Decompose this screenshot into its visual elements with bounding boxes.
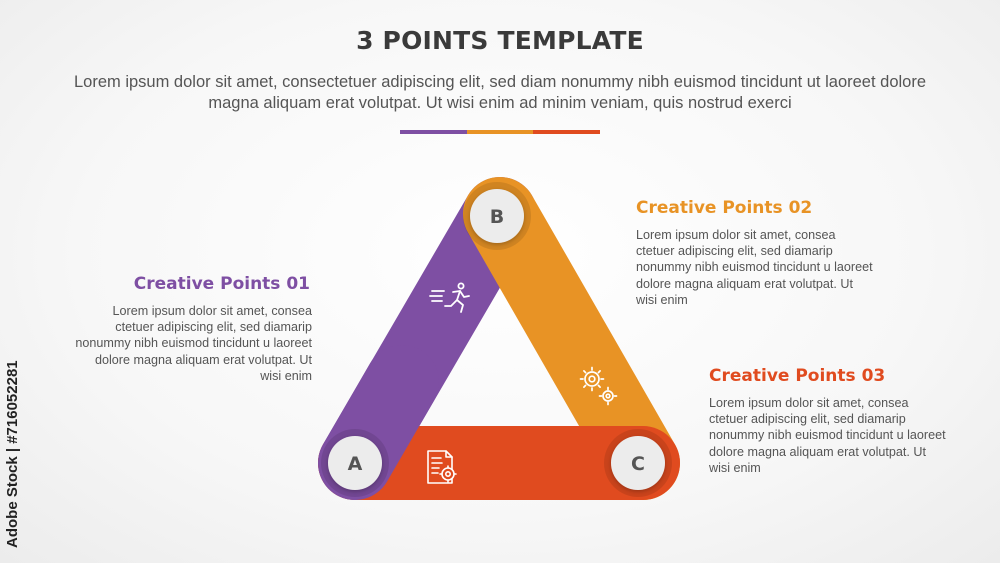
node-b-label: B: [490, 206, 504, 228]
divider-segment-purple: [400, 130, 467, 134]
running-person-icon: [429, 282, 470, 313]
gears-icon: [579, 366, 618, 406]
document-gear-icon: [427, 450, 457, 484]
point-01-body: Lorem ipsum dolor sit amet, consea ctetu…: [75, 304, 312, 383]
point-01-title: Creative Points 01: [133, 274, 310, 294]
divider-segment-orange: [466, 130, 534, 134]
node-c-label: C: [631, 453, 645, 475]
divider-segment-red: [533, 130, 601, 134]
title-divider: [400, 130, 601, 134]
point-03-body: Lorem ipsum dolor sit amet, consea ctetu…: [709, 396, 946, 475]
point-02-title: Creative Points 02: [636, 198, 813, 218]
point-02-body: Lorem ipsum dolor sit amet, consea ctetu…: [636, 228, 873, 307]
node-a-label: A: [348, 453, 363, 475]
band-b-c: [463, 177, 680, 500]
node-c: C: [604, 429, 672, 497]
page-subtitle: Lorem ipsum dolor sit amet, consectetuer…: [73, 73, 927, 112]
node-a: A: [321, 429, 389, 497]
page-title: 3 POINTS TEMPLATE: [356, 26, 644, 55]
stock-watermark: Adobe Stock | #716052281: [4, 360, 21, 548]
point-03-title: Creative Points 03: [709, 366, 886, 386]
node-b: B: [463, 182, 531, 250]
